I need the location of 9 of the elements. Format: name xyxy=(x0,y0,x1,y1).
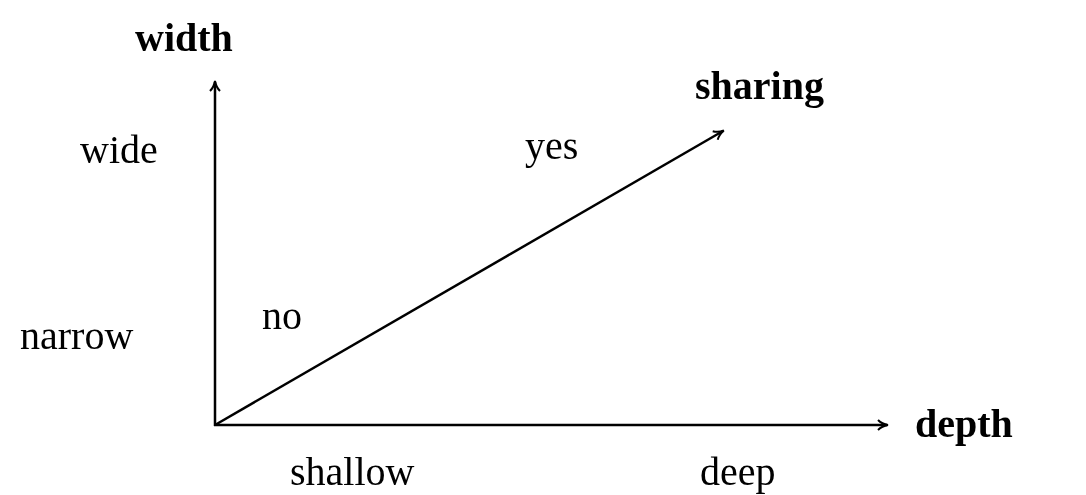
axis-title: width xyxy=(135,18,233,58)
axis-title: sharing xyxy=(695,66,824,106)
axis-value-label: narrow xyxy=(20,316,134,356)
axis-title: depth xyxy=(915,404,1013,444)
axis-value-label: no xyxy=(262,296,302,336)
axis-value-label: deep xyxy=(700,452,776,492)
axis-value-label: yes xyxy=(525,126,579,166)
axis-value-label: shallow xyxy=(290,452,415,492)
axis-value-label: wide xyxy=(80,130,158,170)
